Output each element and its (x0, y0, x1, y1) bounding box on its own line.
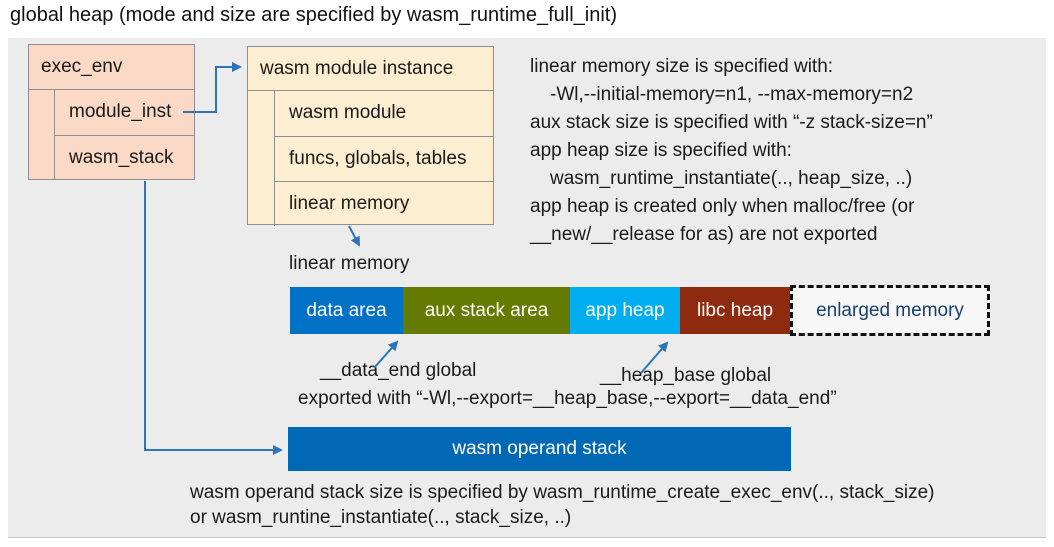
operand-stack-size-note-line2: or wasm_runtine_instantiate(.., stack_si… (190, 507, 572, 528)
page-title: global heap (mode and size are specified… (10, 4, 617, 26)
exec-env-row-wasm-stack: wasm_stack (54, 135, 194, 180)
exec-env-row-module-inst: module_inst (54, 90, 194, 135)
operand-stack-size-note: wasm operand stack size is specified by … (190, 480, 935, 530)
heap-base-global-label: __heap_base global (600, 365, 772, 386)
module-instance-row-wasm-module: wasm module (274, 91, 493, 136)
export-flags-note: exported with “-Wl,--export=__heap_base,… (298, 388, 837, 409)
wasm-operand-stack-box: wasm operand stack (288, 427, 791, 471)
module-instance-box: wasm module instance wasm module funcs, … (247, 46, 494, 226)
note-line: wasm_runtime_instantiate(.., heap_size, … (550, 168, 913, 189)
memory-segment-data-area: data area (290, 287, 403, 334)
note-line: aux stack size is specified with “-z sta… (530, 112, 933, 133)
module-instance-header: wasm module instance (248, 47, 493, 91)
operand-stack-size-note-line1: wasm operand stack size is specified by … (190, 482, 935, 503)
memory-segment-libc-heap: libc heap (680, 287, 790, 334)
memory-segment-aux-stack-area: aux stack area (403, 287, 570, 334)
wasm-operand-stack-label: wasm operand stack (452, 438, 627, 459)
memory-segment-enlarged-memory: enlarged memory (790, 285, 990, 336)
module-instance-row-linear-memory: linear memory (274, 181, 493, 226)
linear-memory-label: linear memory (289, 253, 410, 274)
data-end-global-label: __data_end global (320, 360, 477, 381)
exec-env-box: exec_env module_inst wasm_stack (28, 44, 195, 180)
note-line: linear memory size is specified with: (530, 56, 834, 77)
note-line: -Wl,--initial-memory=n1, --max-memory=n2 (550, 84, 914, 105)
note-line: app heap size is specified with: (530, 140, 792, 161)
note-line: app heap is created only when malloc/fre… (530, 196, 915, 217)
memory-segment-app-heap: app heap (570, 287, 680, 334)
note-line: __new/__release for as) are not exported (530, 224, 878, 245)
memory-size-notes: linear memory size is specified with: -W… (530, 53, 1050, 249)
module-instance-row-funcs-globals-tables: funcs, globals, tables (274, 136, 493, 181)
exec-env-header: exec_env (29, 45, 194, 90)
